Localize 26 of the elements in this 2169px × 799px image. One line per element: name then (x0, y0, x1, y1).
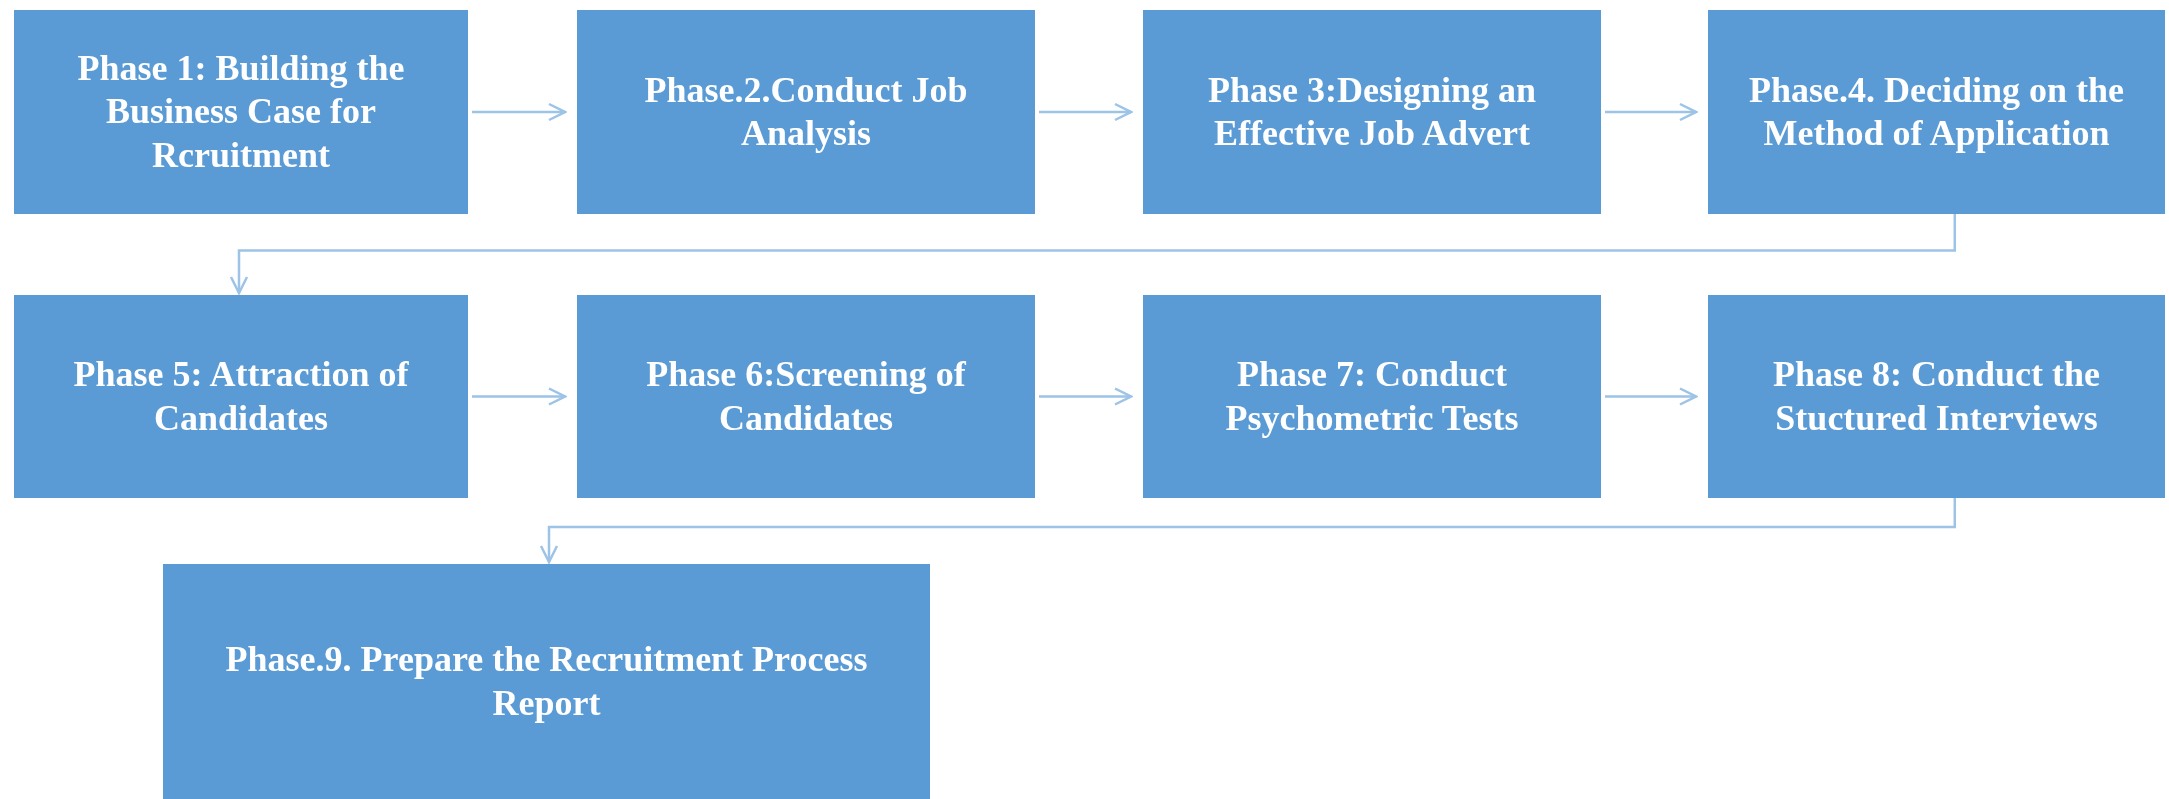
process-box (577, 295, 1035, 498)
arrow (1039, 102, 1133, 122)
arrow (1039, 387, 1133, 406)
process-box (1708, 10, 2165, 214)
arrow (472, 102, 567, 122)
phase-label: Phase.4. Deciding on the Method of Application (1748, 68, 2125, 155)
phase-label: Phase 5: Attraction of Candidates (72, 353, 410, 440)
arrow (229, 214, 1957, 295)
phase-label: Phase 8: Conduct the Stuctured Interviews (1772, 353, 2101, 440)
process-box (1143, 295, 1601, 498)
phase-label: Phase 6:Screening of Candidates (645, 353, 967, 440)
arrow (1605, 102, 1698, 122)
phase-label: Phase.2.Conduct Job Analysis (643, 68, 969, 155)
arrow (472, 387, 567, 406)
phase-label: Phase 7: Conduct Psychometric Tests (1224, 353, 1520, 440)
arrow (1605, 387, 1698, 406)
process-box (577, 10, 1035, 214)
phase-label: Phase 3:Designing an Effective Job Advert (1206, 68, 1537, 155)
process-box (1708, 295, 2165, 498)
arrow (539, 498, 1957, 564)
process-box (14, 10, 468, 214)
phase-label: Phase.9. Prepare the Recruitment Process Report (224, 638, 869, 725)
process-box (14, 295, 468, 498)
process-box (163, 564, 930, 799)
phase-label: Phase 1: Building the Business Case for Rcruitment (76, 47, 406, 177)
process-box (1143, 10, 1601, 214)
